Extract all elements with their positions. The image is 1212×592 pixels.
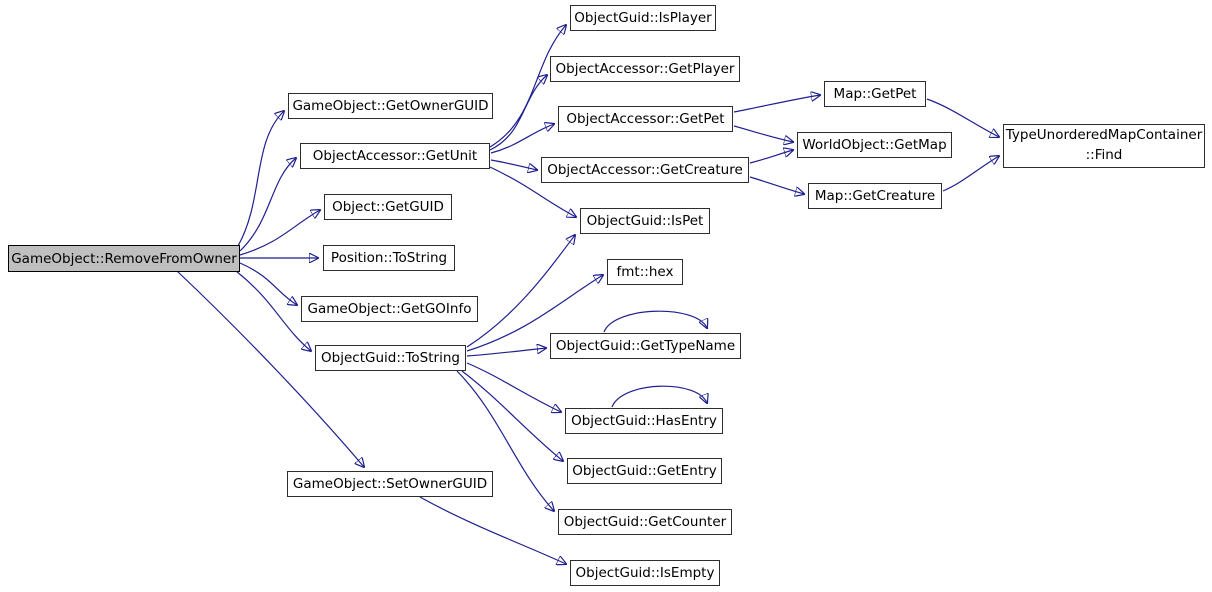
edge-guidtostring-fmthex (466, 275, 603, 352)
edge-removefromowner-getguid (239, 210, 320, 256)
node-gameobject-setownerguid[interactable]: GameObject::SetOwnerGUID (287, 471, 493, 497)
edge-removefromowner-getgoinfo (239, 262, 297, 305)
edge-setownerguid-isempty (419, 496, 566, 564)
edge-removefromowner-getunit (239, 158, 296, 252)
edge-mapgetcreature-find (942, 156, 999, 192)
edge-hasentry-selfloop (611, 385, 707, 408)
node-map-getpet[interactable]: Map::GetPet (824, 81, 926, 107)
edge-removefromowner-setownerguid (176, 270, 364, 467)
node-worldobject-getmap[interactable]: WorldObject::GetMap (797, 132, 952, 158)
node-objectguid-ispet[interactable]: ObjectGuid::IsPet (580, 208, 710, 234)
edge-guidtostring-getcounter (456, 370, 554, 511)
node-objectguid-hasentry[interactable]: ObjectGuid::HasEntry (565, 408, 723, 434)
node-objectguid-tostring[interactable]: ObjectGuid::ToString (315, 345, 466, 371)
node-objectaccessor-getplayer[interactable]: ObjectAccessor::GetPlayer (550, 56, 740, 82)
edge-guidtostring-hasentry (466, 362, 561, 412)
edge-getunit-getcreature (490, 159, 537, 170)
node-object-getguid[interactable]: Object::GetGUID (324, 194, 452, 220)
edge-getunit-getpet (490, 124, 554, 154)
edge-getunit-isplayer (489, 25, 566, 148)
edge-mapgetpet-find (926, 98, 999, 137)
edge-removefromowner-getownerguid (237, 111, 284, 247)
edge-getcreature-mapgetcreature (749, 176, 804, 194)
edge-getunit-getplayer (489, 75, 547, 151)
edge-removefromowner-guidtostring (235, 270, 311, 351)
edge-gettypename-selfloop (603, 310, 707, 333)
node-objectguid-gettypename[interactable]: ObjectGuid::GetTypeName (550, 333, 741, 359)
edge-getpet-mapgetpet (733, 95, 820, 113)
node-objectguid-isplayer[interactable]: ObjectGuid::IsPlayer (570, 5, 716, 31)
node-gameobject-removefromowner: GameObject::RemoveFromOwner (8, 245, 240, 272)
node-typeunorderedmapcontainer-find[interactable]: TypeUnorderedMapContainer ::Find (1003, 124, 1205, 168)
edge-guidtostring-getentry (461, 370, 563, 461)
edge-guidtostring-gettypename (466, 348, 546, 357)
node-fmt-hex[interactable]: fmt::hex (607, 259, 683, 285)
node-objectguid-getcounter[interactable]: ObjectGuid::GetCounter (558, 509, 732, 535)
edge-getcreature-worldobjectgetmap (749, 150, 793, 164)
node-objectaccessor-getpet[interactable]: ObjectAccessor::GetPet (558, 106, 733, 132)
node-gameobject-getgoinfo[interactable]: GameObject::GetGOInfo (301, 296, 478, 322)
node-position-tostring[interactable]: Position::ToString (323, 245, 455, 271)
node-objectaccessor-getcreature[interactable]: ObjectAccessor::GetCreature (541, 157, 749, 183)
edge-getunit-ispet (489, 166, 576, 217)
edge-getpet-worldobjectgetmap (733, 125, 793, 142)
node-objectaccessor-getunit[interactable]: ObjectAccessor::GetUnit (300, 143, 490, 169)
node-objectguid-isempty[interactable]: ObjectGuid::IsEmpty (570, 560, 720, 586)
node-map-getcreature[interactable]: Map::GetCreature (808, 183, 942, 209)
node-objectguid-getentry[interactable]: ObjectGuid::GetEntry (567, 458, 722, 484)
node-gameobject-getownerguid[interactable]: GameObject::GetOwnerGUID (288, 93, 493, 119)
edge-guidtostring-ispet (466, 235, 575, 348)
